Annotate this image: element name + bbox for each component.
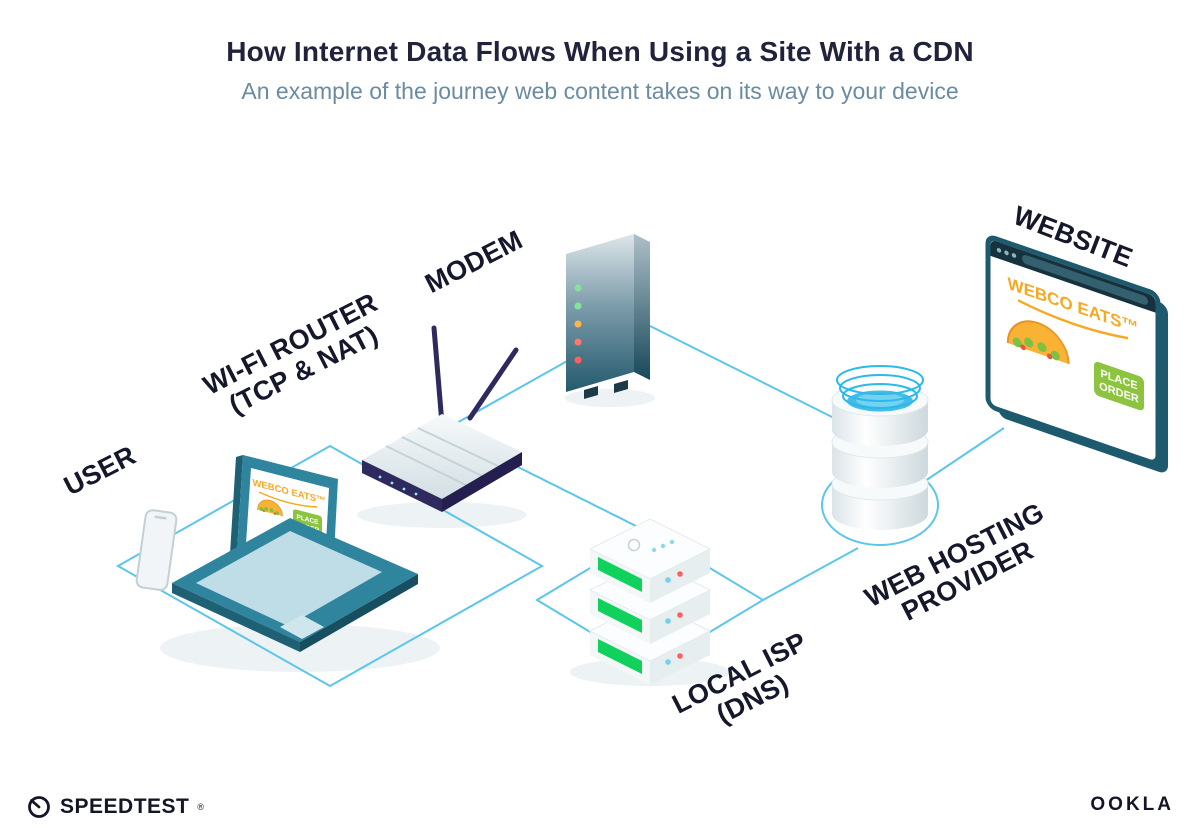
router-illustration	[362, 325, 522, 512]
browser-window-dots	[996, 247, 1017, 258]
server-green-panel	[598, 598, 642, 633]
speedtest-logo: SPEEDTEST ®	[26, 794, 204, 820]
browser-address-bar	[1022, 254, 1148, 305]
phone	[135, 509, 178, 591]
modem-leds	[574, 284, 582, 364]
page-subtitle: An example of the journey web content ta…	[241, 78, 959, 104]
speedtest-gauge-icon	[28, 796, 50, 818]
modem-illustration	[566, 234, 650, 399]
speedtest-wordmark: SPEEDTEST	[60, 795, 190, 818]
line-isp-to-hosting	[762, 547, 859, 601]
laptop-trackpad	[280, 615, 324, 639]
user-device-illustration: WEBCO EATS™ PLACE ORDER	[135, 455, 418, 652]
line-hosting-to-website	[924, 427, 1005, 482]
server-green-panel	[598, 557, 642, 592]
page-title: How Internet Data Flows When Using a Sit…	[226, 36, 974, 67]
server-top-dial	[627, 538, 641, 552]
server-green-panel	[598, 639, 642, 674]
ookla-logo: OOKLA	[1090, 794, 1174, 816]
router-leds	[378, 475, 418, 496]
header: How Internet Data Flows When Using a Sit…	[0, 36, 1200, 105]
website-illustration: WEBCO EATS™ PLACE ORDER	[985, 235, 1168, 473]
web-hosting-illustration	[831, 365, 929, 530]
laptop-keyboard	[196, 531, 382, 626]
speedtest-trademark: ®	[197, 802, 205, 812]
local-isp-illustration	[588, 518, 712, 685]
ookla-wordmark: OOKLA	[1090, 794, 1174, 815]
place-order-button	[1094, 361, 1144, 411]
router-antennas	[431, 325, 519, 427]
